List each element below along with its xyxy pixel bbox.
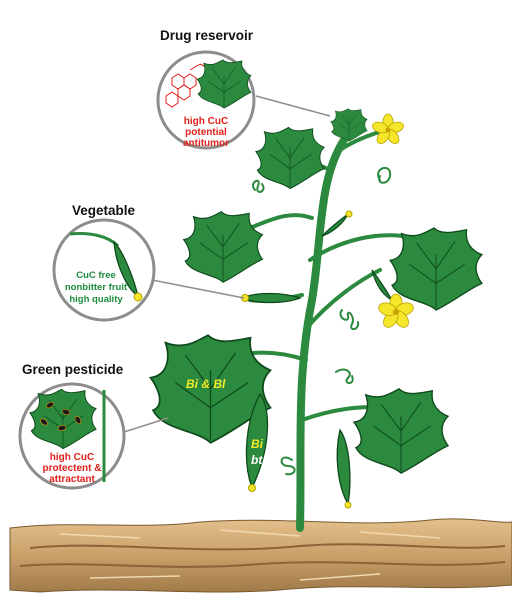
pesticide-line-1: high CuC (50, 452, 94, 463)
fruit-bi-label: Bi (251, 437, 264, 451)
leaf-upper-left (255, 126, 325, 190)
callout-drug-reservoir: Drug reservoir high CuC potential antitu… (156, 28, 331, 150)
insect-icon (40, 401, 82, 431)
vegetable-title: Vegetable (72, 203, 136, 218)
flowers (241, 113, 414, 509)
fruit-right (371, 269, 394, 302)
vegetable-line-2: nonbitter fruit (65, 282, 128, 293)
fruit-upper (321, 213, 349, 237)
leaf-bi-bl-label: Bi & Bl (186, 377, 226, 391)
fruit-lower-right (336, 428, 351, 506)
leaf-mid-right (389, 227, 483, 311)
tendrils (252, 166, 392, 476)
drug-line-1: high CuC (184, 116, 228, 127)
callout-green-pesticide: Green pesticide high CuC protectent & at… (18, 362, 169, 490)
leaf-lower-right (353, 388, 449, 474)
main-stem (213, 128, 417, 532)
flower-right (378, 293, 414, 328)
drug-reservoir-title: Drug reservoir (160, 28, 254, 43)
pesticide-line-2: protectent & (43, 463, 102, 474)
green-pesticide-title: Green pesticide (22, 362, 124, 377)
flower-top (372, 113, 404, 144)
drug-line-2: potential (185, 127, 227, 138)
vegetable-line-3: high quality (69, 294, 123, 305)
leaf-mid-left (183, 211, 263, 283)
vegetable-line-1: CuC free (76, 270, 116, 281)
drug-line-3: antitumor (183, 138, 229, 149)
callout-vegetable: Vegetable CuC free nonbitter fruit high … (52, 203, 245, 322)
fruit-horizontal (240, 292, 302, 304)
fruit-bt-label: bt (251, 453, 263, 467)
pesticide-line-3: attractant (49, 474, 95, 485)
soil (9, 518, 512, 593)
